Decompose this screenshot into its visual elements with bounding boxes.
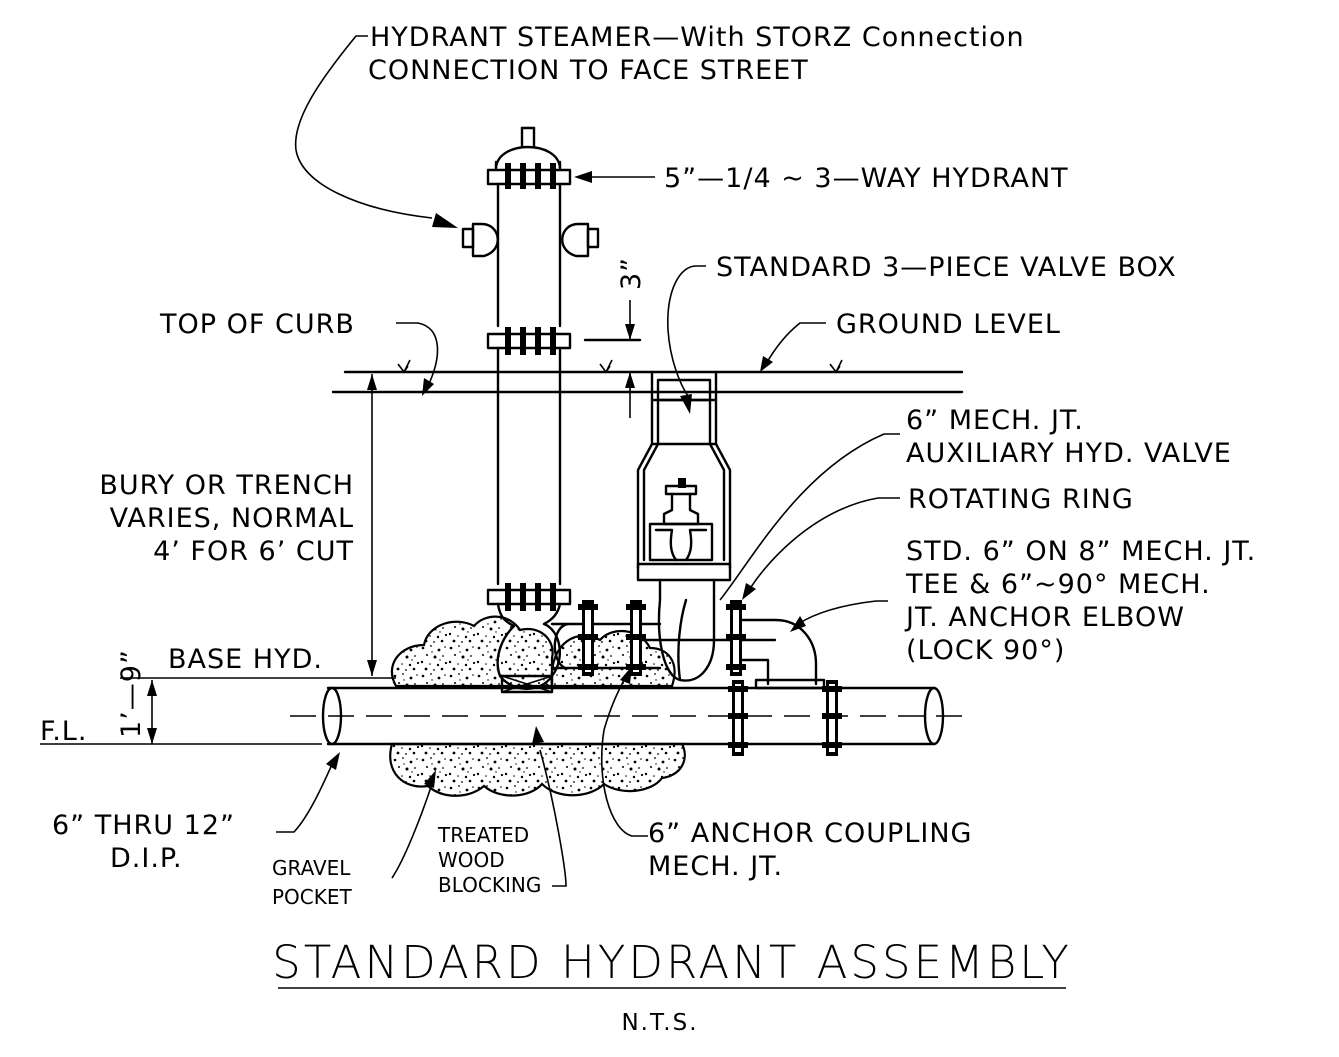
wood-blocking — [500, 674, 554, 694]
label-tee-line3: JT. ANCHOR ELBOW — [904, 602, 1185, 633]
label-steamer-line2: CONNECTION TO FACE STREET — [368, 55, 809, 86]
label-aux-valve-line1: 6” MECH. JT. — [906, 405, 1084, 436]
ground-lines — [331, 338, 964, 394]
label-ground-level: GROUND LEVEL — [836, 309, 1061, 340]
label-dip-line2: D.I.P. — [110, 843, 183, 874]
label-steamer-line1: HYDRANT STEAMER—With STORZ Connection — [370, 22, 1025, 53]
label-wood-line1: TREATED — [437, 823, 529, 847]
branch-pipe — [550, 600, 826, 690]
main-pipe — [290, 680, 972, 756]
label-aux-valve-line2: AUXILIARY HYD. VALVE — [906, 438, 1232, 469]
label-top-of-curb: TOP OF CURB — [159, 309, 355, 340]
label-3way-hydrant: 5”—1/4 ~ 3—WAY HYDRANT — [664, 163, 1069, 194]
auxiliary-valve — [636, 370, 732, 682]
scale-note: N.T.S. — [621, 1010, 698, 1036]
label-fl: F.L. — [40, 716, 87, 747]
label-gravel-line2: POCKET — [272, 885, 353, 909]
label-valve-box: STANDARD 3—PIECE VALVE BOX — [716, 252, 1177, 283]
label-tee-line1: STD. 6” ON 8” MECH. JT. — [906, 536, 1256, 567]
label-dim-3in: 3” — [616, 257, 647, 290]
label-coupling-line2: MECH. JT. — [648, 851, 783, 882]
label-bury-line1: BURY OR TRENCH — [99, 470, 354, 501]
label-bury-line3: 4’ FOR 6’ CUT — [153, 536, 354, 567]
label-gravel-line1: GRAVEL — [272, 856, 351, 880]
label-rotating-ring: ROTATING RING — [908, 484, 1134, 515]
label-wood-line3: BLOCKING — [438, 873, 541, 897]
hydrant-body — [461, 126, 600, 690]
drawing-title: STANDARD HYDRANT ASSEMBLY — [272, 936, 1072, 989]
label-bury-line2: VARIES, NORMAL — [110, 503, 354, 534]
label-coupling-line1: 6” ANCHOR COUPLING — [648, 818, 972, 849]
label-wood-line2: WOOD — [438, 848, 505, 872]
label-tee-line4: (LOCK 90°) — [906, 635, 1065, 666]
label-tee-line2: TEE & 6”~90° MECH. — [905, 569, 1211, 600]
title-block: STANDARD HYDRANT ASSEMBLY N.T.S. — [272, 936, 1072, 1036]
dimensions — [40, 300, 635, 745]
label-base-hyd: BASE HYD. — [168, 644, 323, 675]
label-dip-line1: 6” THRU 12” — [52, 810, 235, 841]
leader-lines — [276, 35, 900, 887]
label-dim-1-9: 1’—9” — [116, 649, 147, 738]
labels: HYDRANT STEAMER—With STORZ Connection CO… — [40, 22, 1256, 909]
